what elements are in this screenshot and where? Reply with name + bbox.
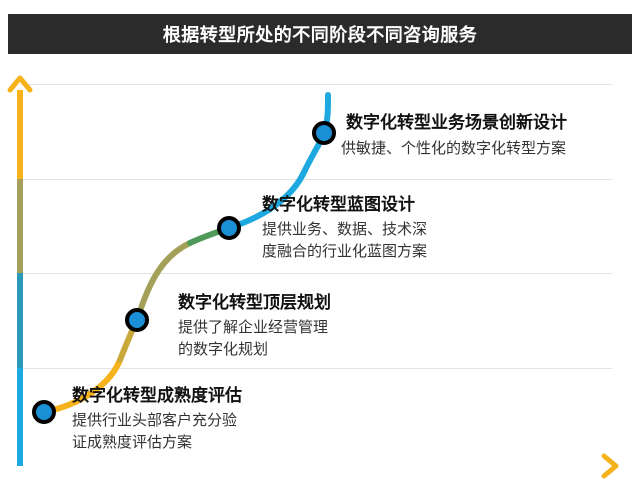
stage-description: 提供了解企业经营管理 的数字化规划 — [178, 316, 328, 360]
stage-description-line: 提供业务、数据、技术深 — [262, 220, 428, 238]
stage-title: 数字化转型蓝图设计 — [262, 195, 415, 215]
band-divider — [20, 179, 612, 180]
x-axis-arrow-icon — [601, 453, 619, 479]
page-title: 根据转型所处的不同阶段不同咨询服务 — [8, 14, 632, 54]
stage-node — [125, 308, 149, 332]
x-axis — [17, 453, 619, 479]
stage-node — [217, 216, 241, 240]
band-divider — [20, 84, 612, 85]
stage-description: 供敏捷、个性化的数字化转型方案 — [341, 137, 566, 159]
stage-description-line: 供敏捷、个性化的数字化转型方案 — [341, 139, 567, 157]
stage-description-line: 提供行业头部客户充分验 — [72, 411, 238, 429]
stage-description-line: 提供了解企业经营管理 — [178, 318, 329, 336]
band-divider — [20, 273, 612, 274]
stage-description-line: 度融合的行业化蓝图方案 — [262, 242, 428, 260]
y-axis-arrow-icon — [7, 75, 33, 93]
stage-description: 提供业务、数据、技术深 度融合的行业化蓝图方案 — [262, 218, 427, 262]
stage-description: 提供行业头部客户充分验 证成熟度评估方案 — [72, 409, 237, 453]
stage-title: 数字化转型顶层规划 — [178, 293, 331, 313]
stage-node — [32, 400, 56, 424]
stage-title: 数字化转型业务场景创新设计 — [346, 113, 567, 133]
band-divider — [20, 368, 612, 369]
stage-title: 数字化转型成熟度评估 — [72, 386, 242, 406]
stage-node — [312, 121, 336, 145]
stage-description-line: 的数字化规划 — [178, 340, 269, 358]
stage-description-line: 证成熟度评估方案 — [72, 433, 193, 451]
y-axis — [7, 75, 33, 466]
